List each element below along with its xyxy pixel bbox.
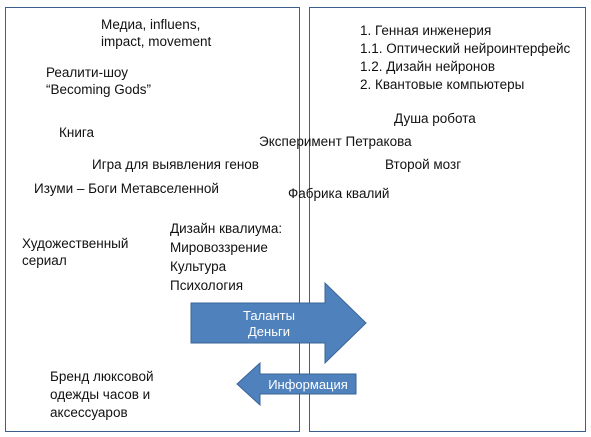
series-label: Художественный сериал <box>22 236 129 268</box>
right-panel <box>309 7 586 432</box>
list-item-4: 2. Квантовые компьютеры <box>360 77 525 92</box>
media-label: Медиа, influens, impact, movement <box>101 17 212 49</box>
left-arrow-label: Информация <box>268 377 348 392</box>
left-arrow-shape <box>236 361 357 407</box>
book-label: Книга <box>59 125 94 140</box>
reality-show-label: Реалити-шоу “Becoming Gods” <box>46 65 152 97</box>
gene-game-label: Игра для выявления генов <box>92 157 259 172</box>
qualia-factory-label: Фабрика квалий <box>288 186 390 201</box>
right-arrow-shape <box>190 281 367 365</box>
list-item-1: 1. Генная инженерия <box>360 23 492 38</box>
qualium-design-label: Дизайн квалиума: Мировоззрение Культура … <box>170 221 283 293</box>
left-panel <box>5 7 300 432</box>
right-arrow-label: Таланты Деньги <box>243 308 295 339</box>
list-item-3: 1.2. Дизайн нейронов <box>360 59 496 74</box>
second-brain-label: Второй мозг <box>385 157 462 172</box>
robot-soul-label: Душа робота <box>394 111 476 126</box>
izumi-label: Изуми – Боги Метавселенной <box>34 181 219 196</box>
petrakov-experiment-label: Эксперимент Петракова <box>259 134 412 149</box>
list-item-2: 1.1. Оптический нейроинтерфейс <box>360 41 571 56</box>
brand-label: Бренд люксовой одежды часов и аксессуаро… <box>50 369 154 420</box>
